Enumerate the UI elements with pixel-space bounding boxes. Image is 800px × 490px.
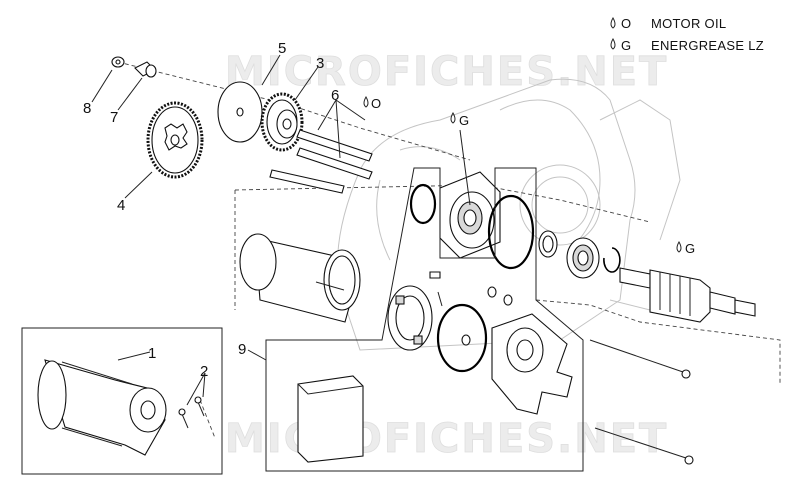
starter-motor — [37, 359, 167, 456]
callout-7: 7 — [110, 109, 118, 126]
bearing — [566, 237, 600, 279]
part-4-gear — [146, 101, 204, 179]
part-3-gear — [260, 92, 304, 152]
legend-code-grease: G — [621, 38, 631, 53]
kit-9-box — [265, 167, 584, 472]
kit-o-ring — [436, 303, 488, 373]
callout-9: 9 — [238, 341, 246, 358]
bushing-ring — [538, 230, 558, 258]
oil-mark-pins: O — [371, 96, 381, 111]
grease-mark-armature-icon — [676, 240, 682, 253]
part-8-washer — [111, 56, 125, 68]
armature — [619, 267, 756, 323]
part-6-pins — [269, 129, 373, 194]
grease-mark-icon — [450, 111, 456, 124]
watermark-bottom: MICROFICHES.NET — [225, 416, 668, 462]
callout-4: 4 — [117, 197, 125, 214]
callout-leaders — [91, 54, 366, 406]
brush-clip — [429, 271, 443, 307]
legend: O MOTOR OIL G ENERGREASE LZ — [610, 16, 764, 53]
callout-3: 3 — [316, 55, 324, 72]
callout-8: 8 — [83, 100, 91, 117]
grease-drop-icon — [610, 37, 616, 50]
callout-1: 1 — [148, 345, 156, 362]
part-5-disc — [217, 81, 263, 143]
brush-plate — [387, 285, 433, 351]
o-ring-small — [409, 183, 437, 225]
callout-2: 2 — [200, 363, 208, 380]
seal-holder — [439, 171, 501, 259]
oil-can-icon — [610, 16, 616, 29]
kit-washers — [487, 286, 513, 306]
legend-label-oil: MOTOR OIL — [651, 16, 726, 31]
callout-6: 6 — [331, 87, 339, 104]
kit-end-cap — [491, 313, 573, 415]
watermark-top: MICROFICHES.NET — [225, 49, 668, 95]
long-bolt-lower — [594, 427, 694, 465]
oil-mark-icon — [363, 95, 369, 108]
callout-5: 5 — [278, 40, 286, 57]
grease-mark-armature: G — [685, 241, 695, 256]
o-ring-large — [487, 194, 535, 270]
circlip — [603, 247, 621, 273]
starter-motor-box — [21, 327, 223, 475]
part-7-bushing — [134, 61, 157, 78]
grease-mark-seal: G — [459, 113, 469, 128]
legend-code-oil: O — [621, 16, 631, 31]
starter-housing — [239, 233, 361, 323]
long-bolt-upper — [589, 339, 691, 379]
instruction-leaflet — [297, 375, 364, 463]
screws — [178, 396, 205, 429]
legend-label-grease: ENERGREASE LZ — [651, 38, 764, 53]
